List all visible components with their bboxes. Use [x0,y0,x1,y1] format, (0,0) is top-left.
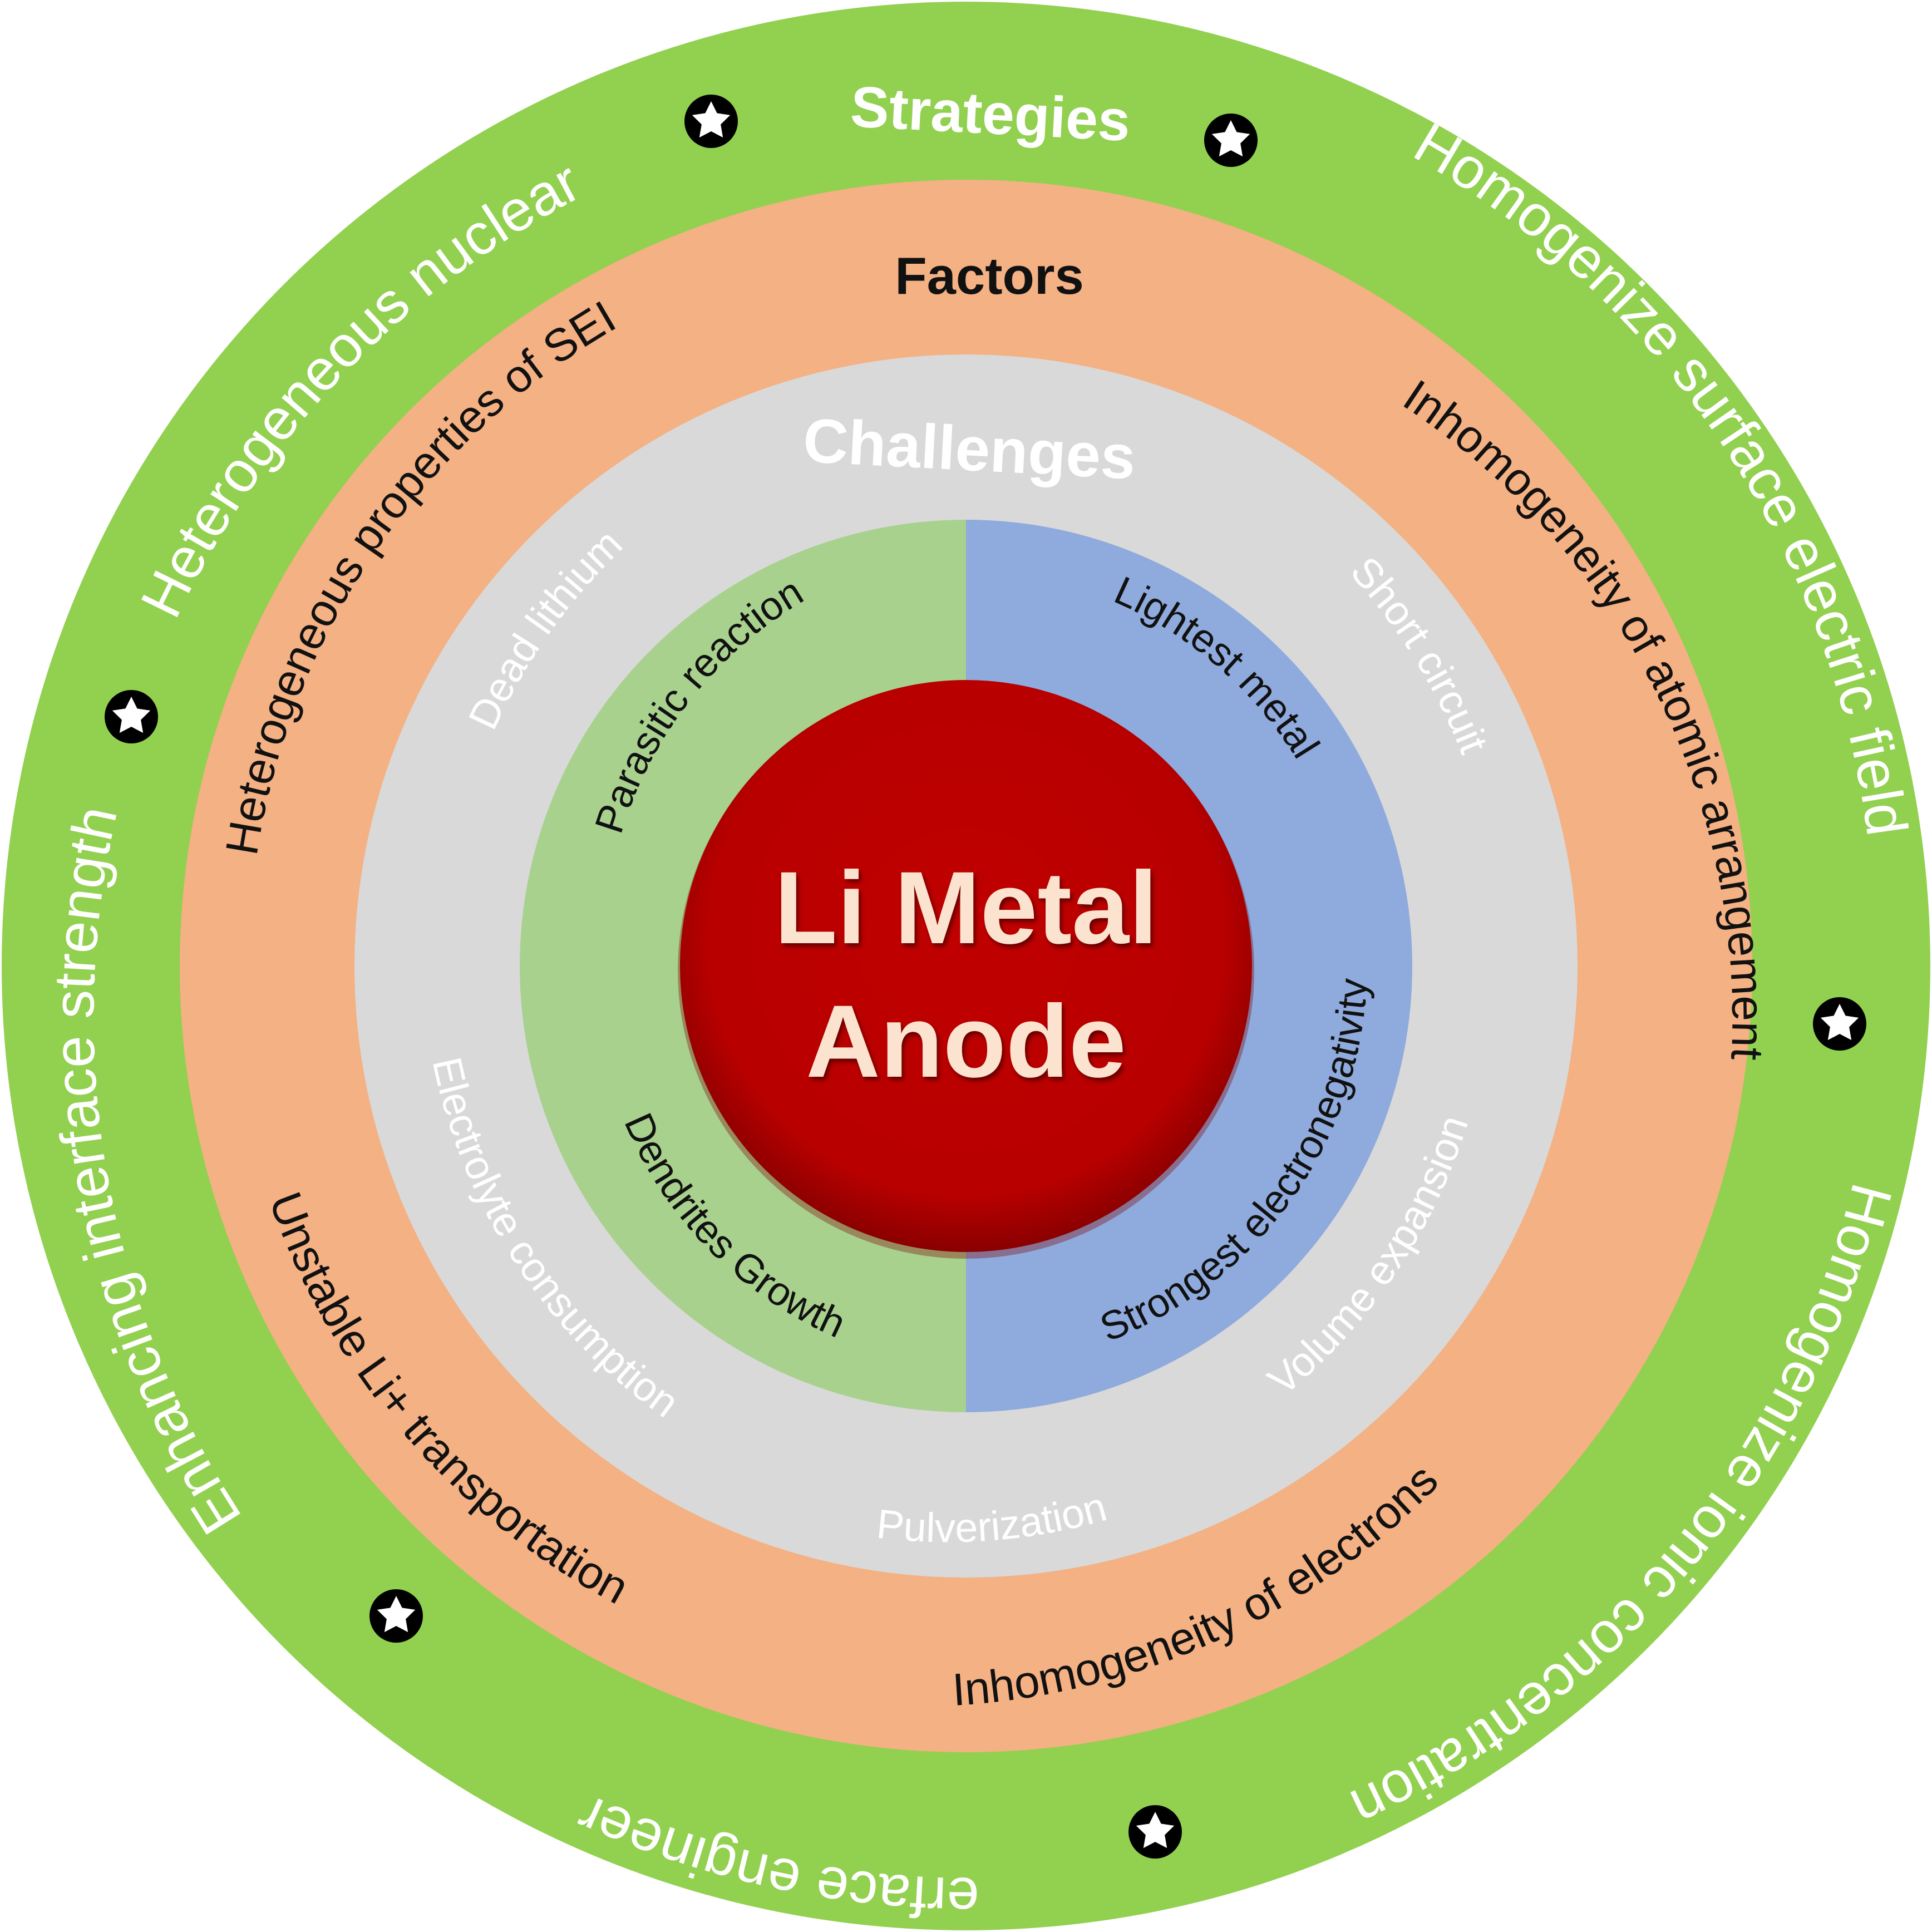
strategies-title: Strategies [849,75,1132,154]
star-badge-icon [105,690,158,743]
star-badge-icon [1813,997,1866,1051]
star-badge-icon [1128,1805,1182,1859]
center-title-line1: Li Metal [775,851,1158,965]
star-badge-icon [1204,114,1258,167]
center-title-line2: Anode [806,984,1126,1099]
star-badge-icon [369,1589,423,1643]
center-disc [680,680,1252,1252]
star-badge-icon [684,95,738,148]
factors-title: Factors [895,247,1084,305]
challenges-title: Challenges [801,406,1137,492]
